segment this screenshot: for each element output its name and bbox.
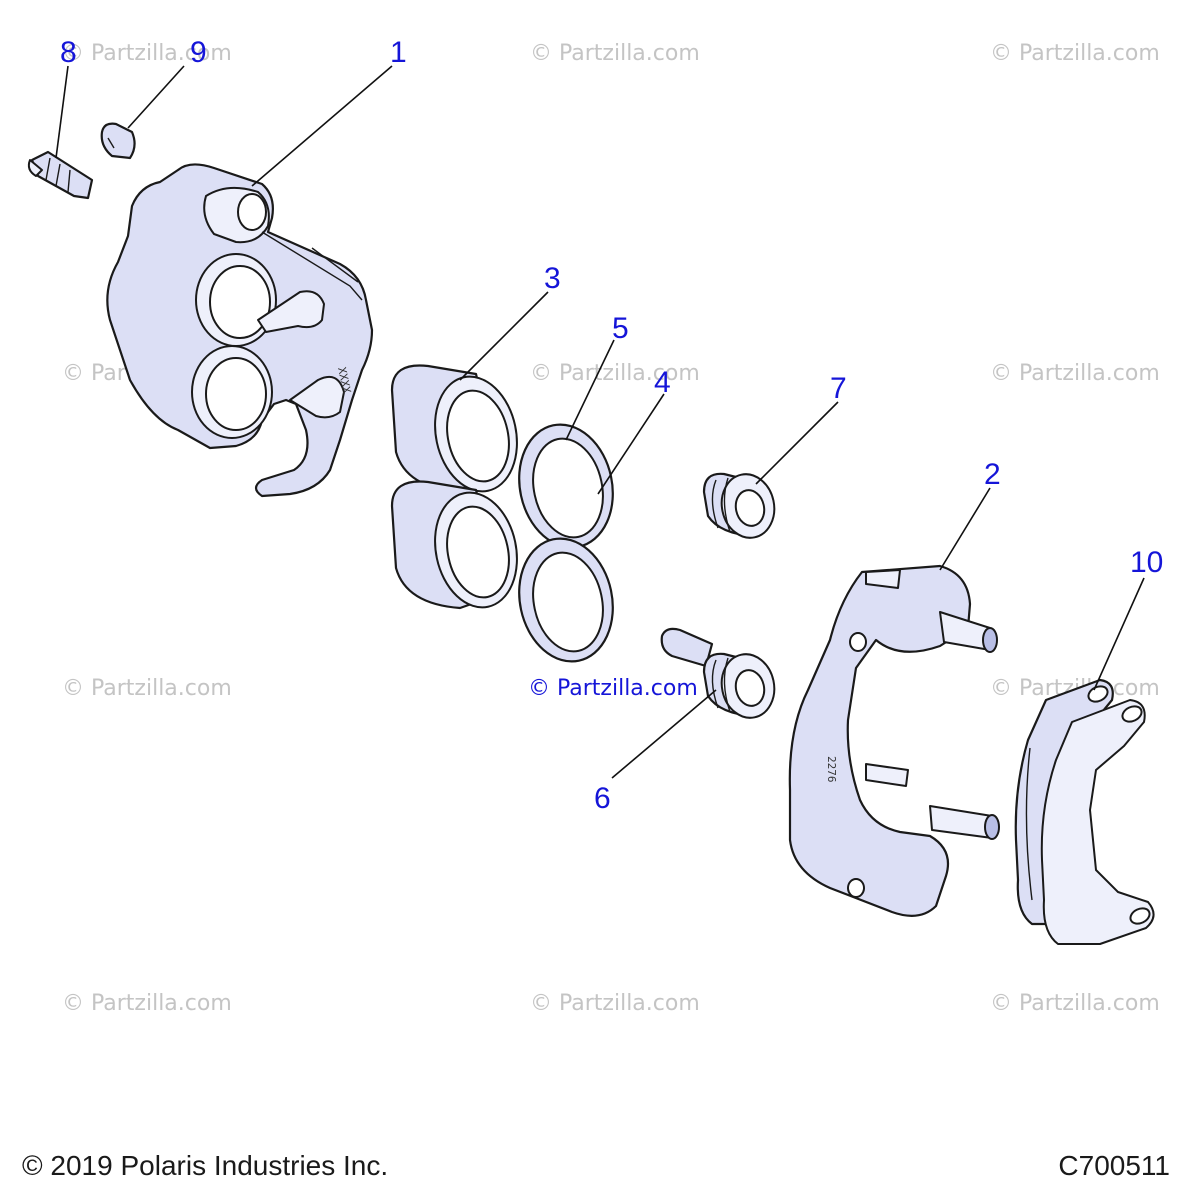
watermark: © Partzilla.com bbox=[990, 991, 1160, 1016]
callout-3: 3 bbox=[544, 262, 561, 295]
callout-6: 6 bbox=[594, 782, 611, 815]
caliper-stamp: XXXX bbox=[335, 366, 353, 395]
callout-labels: 8 9 1 3 5 4 7 2 10 6 bbox=[60, 36, 1163, 815]
part-7-pin-boot bbox=[702, 472, 776, 539]
watermark: © Partzilla.com bbox=[62, 41, 232, 66]
drawing-number: C700511 bbox=[1058, 1150, 1170, 1181]
watermark: © Partzilla.com bbox=[990, 41, 1160, 66]
callout-5: 5 bbox=[612, 312, 629, 345]
part-9-bleeder-cap bbox=[100, 122, 136, 160]
part-6-slide-pin bbox=[660, 627, 776, 719]
part-3-piston-lower bbox=[390, 480, 518, 610]
watermark: © Partzilla.com bbox=[530, 991, 700, 1016]
part-10-brake-pads bbox=[1014, 678, 1155, 945]
part-8-bleeder-screw bbox=[27, 150, 94, 200]
bracket-stamp: 2276 bbox=[825, 756, 838, 783]
part-5-dust-seal bbox=[518, 423, 614, 549]
watermark: © Partzilla.com bbox=[62, 676, 232, 701]
callout-1: 1 bbox=[390, 36, 407, 69]
callout-9: 9 bbox=[190, 36, 207, 69]
watermark: © Partzilla.com bbox=[530, 41, 700, 66]
watermark: © Partzilla.com bbox=[528, 676, 698, 701]
watermark: © Partzilla.com bbox=[530, 361, 700, 386]
part-3-piston-upper bbox=[390, 364, 518, 494]
callout-4: 4 bbox=[654, 366, 671, 399]
watermark: © Partzilla.com bbox=[990, 361, 1160, 386]
watermark: © Partzilla.com bbox=[62, 991, 232, 1016]
part-1-caliper-body: XXXX bbox=[106, 163, 374, 498]
callout-7: 7 bbox=[830, 372, 847, 405]
part-2-caliper-bracket: 2276 bbox=[788, 564, 1000, 917]
copyright-notice: © 2019 Polaris Industries Inc. bbox=[22, 1150, 389, 1181]
part-4-piston-seal bbox=[518, 537, 614, 663]
callout-2: 2 bbox=[984, 458, 1001, 491]
leader-lines bbox=[55, 65, 1145, 779]
callout-8: 8 bbox=[60, 36, 77, 69]
callout-10: 10 bbox=[1130, 546, 1163, 579]
